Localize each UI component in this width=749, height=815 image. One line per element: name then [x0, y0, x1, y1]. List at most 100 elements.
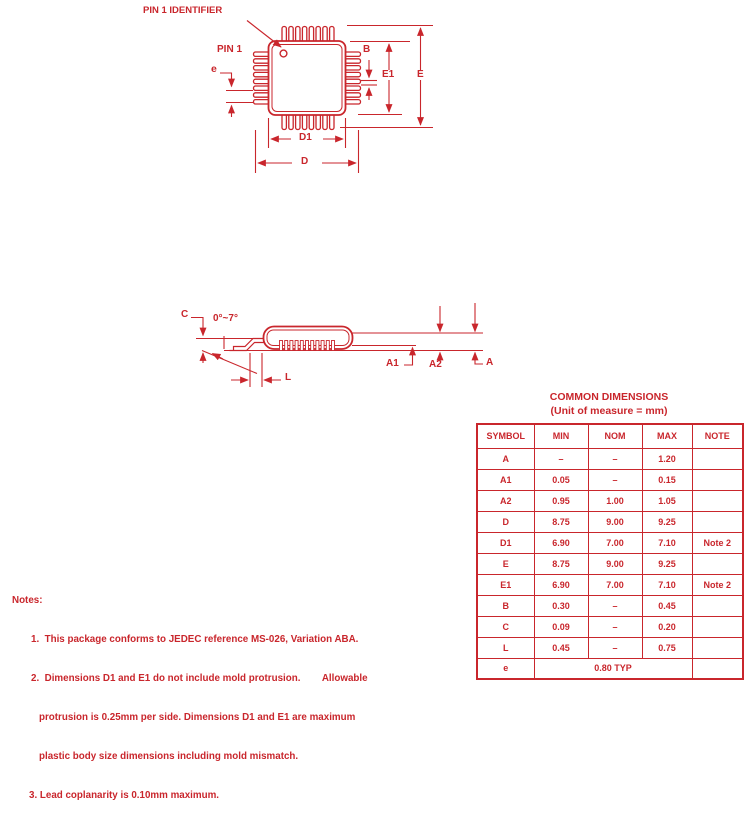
table-cell: D1	[476, 531, 535, 554]
table-cell: 6.90	[533, 531, 589, 554]
table-cell: 9.25	[641, 510, 693, 533]
table-subtitle: (Unit of measure = mm)	[550, 405, 668, 417]
table-cell: 0.09	[533, 615, 589, 638]
dim-label-D1: D1	[299, 132, 312, 143]
table-title-block: COMMON DIMENSIONS (Unit of measure = mm)	[476, 390, 742, 418]
column-header: MAX	[641, 423, 693, 449]
table-cell: A1	[476, 468, 535, 491]
table-cell	[691, 447, 744, 470]
table-cell	[691, 468, 744, 491]
table-cell: E	[476, 552, 535, 575]
side-view-gull-wing-lead	[229, 337, 264, 352]
dim-C	[191, 316, 207, 363]
note-line: 2. Dimensions D1 and E1 do not include m…	[31, 673, 368, 684]
note-line: 3. Lead coplanarity is 0.10mm maximum.	[29, 790, 220, 801]
table-cell: L	[476, 636, 535, 659]
pin1-leader-line	[246, 20, 282, 48]
dim-label-e: e	[211, 63, 217, 75]
table-header-row: SYMBOL MIN NOM MAX NOTE	[476, 423, 744, 449]
pin1-label: PIN 1	[217, 44, 243, 55]
side-view-reference-lines	[196, 332, 483, 352]
table-cell: 9.00	[587, 552, 643, 575]
table-cell: –	[587, 636, 643, 659]
dim-label-D: D	[301, 156, 309, 167]
dim-A1	[404, 346, 416, 366]
table-cell: B	[476, 594, 535, 617]
dim-E-E1-extensions	[340, 24, 433, 129]
dim-label-A: A	[486, 357, 494, 368]
top-view-drawing	[220, 20, 433, 173]
table-cell: C	[476, 615, 535, 638]
table-cell: 6.90	[533, 573, 589, 596]
table-cell: 7.00	[587, 531, 643, 554]
dim-label-B: B	[363, 44, 371, 55]
table-cell: 0.30	[533, 594, 589, 617]
notes-title: Notes:	[12, 595, 43, 606]
table-cell: A2	[476, 489, 535, 512]
table-cell: –	[587, 447, 643, 470]
pin1-identifier-dot	[279, 49, 288, 58]
notes-section: Notes: 1. This package conforms to JEDEC…	[12, 568, 432, 815]
table-cell	[691, 657, 744, 680]
table-cell: e	[476, 657, 535, 680]
dim-label-A1: A1	[386, 358, 399, 369]
dim-label-C: C	[181, 309, 189, 320]
common-dimensions-section: COMMON DIMENSIONS (Unit of measure = mm)…	[476, 390, 744, 680]
table-cell	[691, 552, 744, 575]
note-line: 1. This package conforms to JEDEC refere…	[31, 634, 359, 645]
dim-label-L: L	[285, 372, 292, 383]
table-cell: 9.25	[641, 552, 693, 575]
dim-e	[220, 72, 253, 117]
table-cell-span: 0.80 TYP	[533, 657, 693, 680]
column-header: NOM	[587, 423, 643, 449]
dim-label-E1: E1	[380, 69, 397, 80]
dim-L	[231, 353, 281, 387]
table-title: COMMON DIMENSIONS	[549, 391, 669, 403]
table-cell: 0.95	[533, 489, 589, 512]
note-line: plastic body size dimensions including m…	[39, 751, 299, 762]
table-cell: 0.20	[641, 615, 693, 638]
table-cell: 0.05	[533, 468, 589, 491]
dim-D	[254, 130, 360, 173]
table-cell	[691, 510, 744, 533]
table-cell: –	[587, 468, 643, 491]
table-cell: 1.05	[641, 489, 693, 512]
foot-angle-label: 0°~7°	[213, 313, 238, 324]
table-cell: 7.00	[587, 573, 643, 596]
table-cell: –	[587, 594, 643, 617]
table-cell: 0.45	[641, 594, 693, 617]
column-header: MIN	[533, 423, 589, 449]
table-cell: 0.15	[641, 468, 693, 491]
package-body-top-view	[267, 40, 347, 116]
table-cell	[691, 615, 744, 638]
table-cell: 0.45	[533, 636, 589, 659]
table-cell: E1	[476, 573, 535, 596]
table-cell: 1.20	[641, 447, 693, 470]
side-view-drawing	[191, 303, 483, 387]
table-cell: 1.00	[587, 489, 643, 512]
side-view-lead-ticks	[279, 340, 335, 351]
package-outline-drawing	[191, 20, 483, 387]
dim-foot-angle	[201, 336, 258, 375]
dim-A	[471, 303, 483, 365]
datasheet-package-drawing-page: { "colors": { "accent": "#c9262c", "back…	[12, 5, 744, 801]
table-cell: –	[587, 615, 643, 638]
table-cell	[691, 636, 744, 659]
table-cell: 8.75	[533, 552, 589, 575]
dim-D1	[267, 118, 347, 148]
column-header: NOTE	[691, 423, 744, 449]
table-cell: 9.00	[587, 510, 643, 533]
table-cell: –	[533, 447, 589, 470]
table-cell: A	[476, 447, 535, 470]
dim-label-A2: A2	[429, 359, 442, 370]
table-cell: Note 2	[691, 573, 744, 596]
